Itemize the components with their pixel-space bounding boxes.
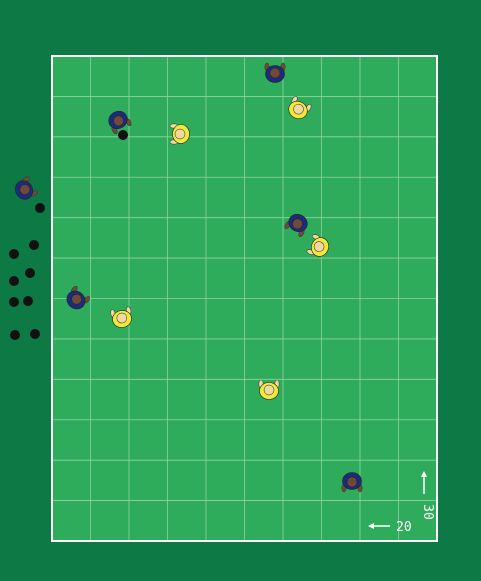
player-blue-icon: [342, 473, 362, 493]
player-head: [270, 68, 280, 78]
ball-icon: [118, 130, 128, 140]
player-yellow-icon: [259, 380, 279, 400]
player-head: [264, 385, 274, 395]
player-yellow-icon: [170, 124, 190, 144]
ball-icon: [9, 297, 19, 307]
ball-icon: [25, 268, 35, 278]
player-head: [347, 477, 357, 487]
width-marking-label: 30: [420, 504, 435, 520]
ball-icon: [29, 240, 39, 250]
ball-icon: [35, 203, 45, 213]
ball-icon: [10, 330, 20, 340]
ball-icon: [9, 276, 19, 286]
ball-icon: [23, 296, 33, 306]
length-marking-label: 20: [396, 520, 412, 535]
ball-icon: [30, 329, 40, 339]
player-blue-icon: [265, 63, 285, 83]
ball-icon: [9, 249, 19, 259]
player-head: [175, 129, 185, 139]
